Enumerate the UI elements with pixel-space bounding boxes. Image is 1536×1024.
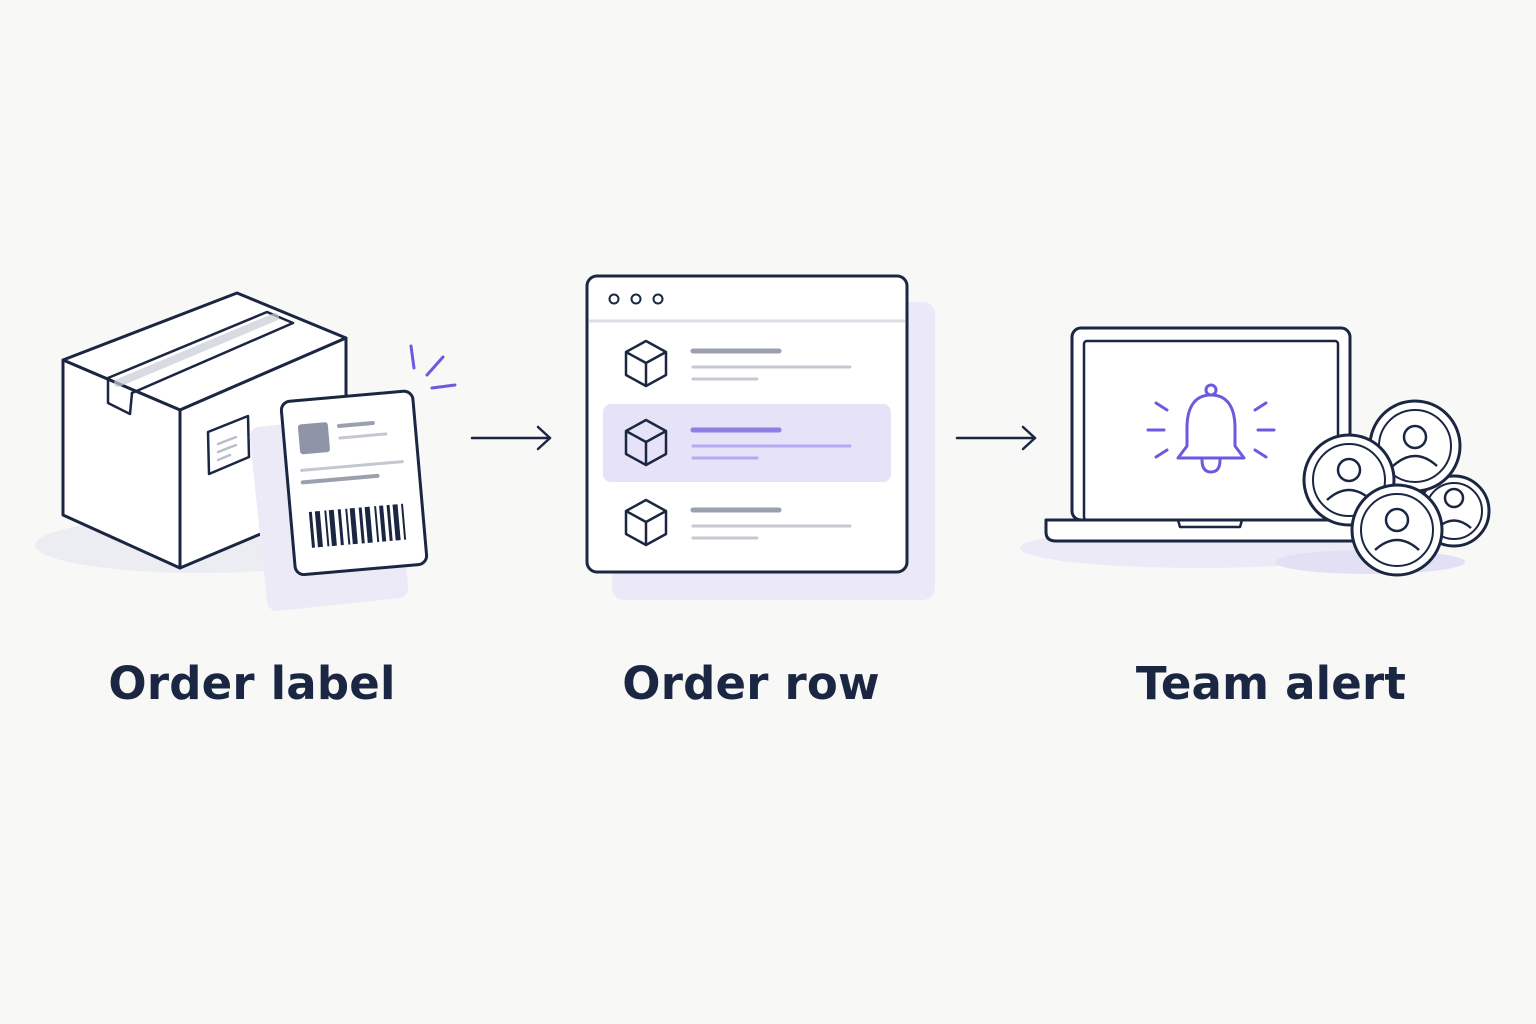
step-1-illustration [35,291,457,611]
step-2-illustration [585,274,935,600]
window-dot [608,293,620,305]
bell-icon [1176,383,1246,474]
window-dot [652,293,664,305]
step-label-order-row: Order row [622,657,880,710]
order-row-selected [603,404,891,482]
window-dot [630,293,642,305]
cube-icon [624,339,668,388]
alert-rays-icon [1146,401,1276,459]
step-label-order-label: Order label [108,657,396,710]
laptop-icon [1044,326,1378,543]
barcode-label-icon [279,389,429,577]
scan-sparkle-icon [409,344,457,390]
avatar-icon [1350,483,1444,577]
app-window [585,274,909,574]
arrow-right-icon [955,425,1037,451]
cube-icon [624,498,668,547]
step-label-team-alert: Team alert [1135,657,1407,710]
step-3-illustration [1020,326,1491,577]
order-row [624,498,852,547]
barcode-icon [308,503,407,548]
team-avatars [1302,399,1491,577]
arrow-right-icon [470,425,552,451]
cube-icon [624,418,668,467]
order-row [624,339,852,388]
